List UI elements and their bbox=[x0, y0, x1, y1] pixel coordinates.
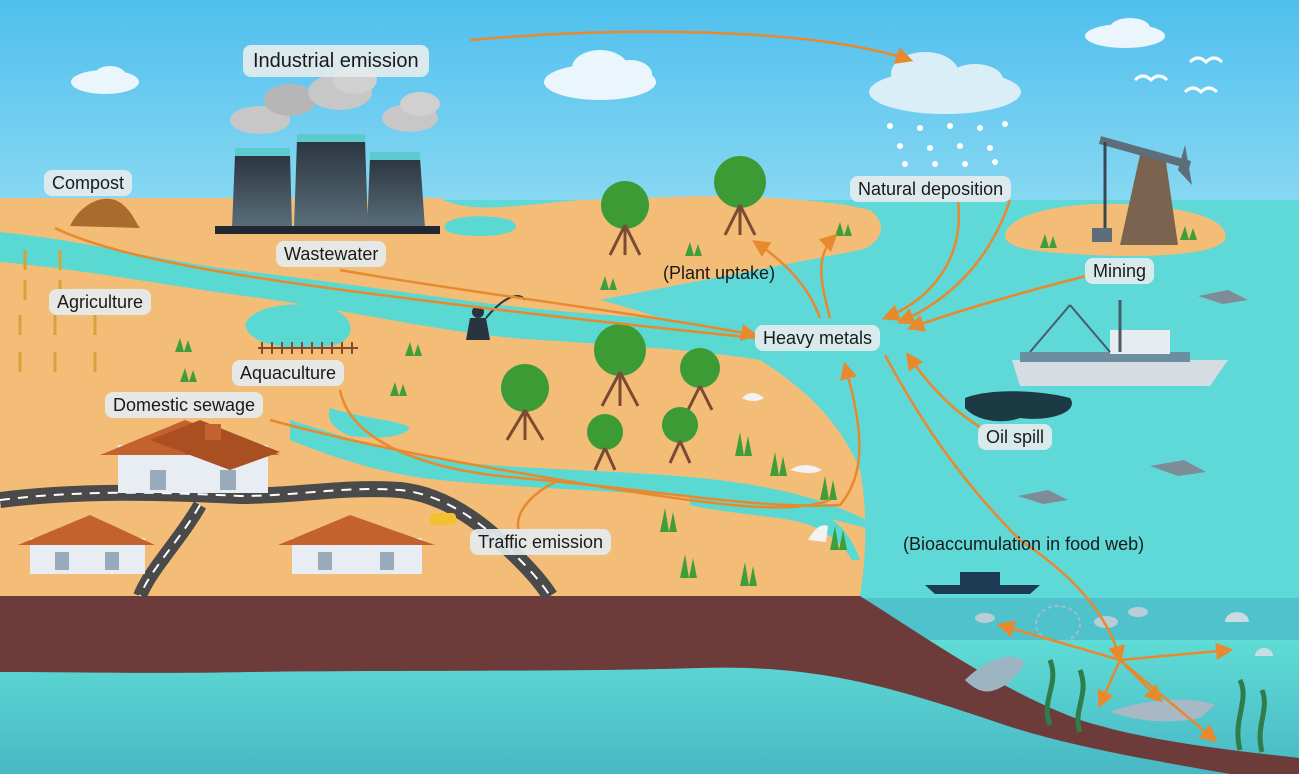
factory-icon bbox=[215, 66, 440, 234]
oil-pump-icon bbox=[1092, 136, 1192, 245]
crop-icon bbox=[18, 250, 97, 372]
arrow-deposition-to-metals bbox=[896, 199, 1012, 325]
arrow-foodweb-b bbox=[1119, 642, 1234, 662]
label-traffic-emission: Traffic emission bbox=[470, 529, 612, 555]
label-aquaculture: Aquaculture bbox=[232, 360, 345, 386]
arrow-oilspill-to-metals bbox=[906, 352, 986, 432]
label-industrial-emission: Industrial emission bbox=[243, 45, 429, 77]
bird-icon bbox=[1018, 290, 1248, 504]
arrow-foodweb-e bbox=[1119, 659, 1163, 703]
house-icon bbox=[18, 515, 155, 574]
label-heavy-metals: Heavy metals bbox=[755, 325, 881, 351]
label-natural-deposition: Natural deposition bbox=[850, 176, 1012, 202]
rain-icon bbox=[887, 121, 1008, 167]
label-oil-spill: Oil spill bbox=[978, 424, 1053, 450]
aquaculture-pond bbox=[245, 304, 351, 349]
grass-icon bbox=[175, 222, 1197, 586]
arrow-metals-to-plant-b bbox=[818, 233, 838, 319]
shark-icon bbox=[1110, 699, 1215, 722]
ship-icon bbox=[1012, 300, 1228, 386]
label-wastewater: Wastewater bbox=[276, 241, 387, 267]
house-icon bbox=[278, 515, 435, 574]
house-icon bbox=[100, 420, 280, 493]
arrow-foodweb-d bbox=[1119, 659, 1218, 743]
arrow-industrial-to-cloud bbox=[469, 30, 914, 64]
cloud-icon bbox=[544, 50, 656, 100]
label-mining: Mining bbox=[1085, 258, 1155, 284]
egret-icon bbox=[742, 393, 828, 542]
fishing-boat-cabin bbox=[960, 572, 1000, 586]
label-domestic-sewage: Domestic sewage bbox=[105, 392, 264, 418]
cloud-icon bbox=[71, 66, 139, 94]
arrow-mining-to-metals bbox=[906, 273, 1091, 332]
flow-arrows bbox=[54, 30, 1234, 743]
jellyfish-icon bbox=[1225, 612, 1273, 656]
delta bbox=[690, 490, 860, 560]
label-plant-uptake: (Plant uptake) bbox=[663, 263, 776, 283]
road-branch-line bbox=[139, 504, 201, 597]
arrow-agriculture-to-metals bbox=[54, 226, 756, 340]
compost-pile-icon bbox=[70, 198, 140, 228]
label-bioaccumulation: (Bioaccumulation in food web) bbox=[903, 534, 1145, 554]
fish-icon bbox=[975, 607, 1148, 628]
arrow-sewage-to-metals bbox=[269, 418, 831, 509]
fishing-boat-icon bbox=[925, 585, 1040, 594]
dolphin-icon bbox=[965, 656, 1025, 692]
label-compost: Compost bbox=[44, 170, 133, 196]
seaweed-icon bbox=[1044, 659, 1267, 753]
oil-slick-icon bbox=[965, 391, 1072, 422]
river-lower bbox=[290, 420, 866, 528]
arrow-metals-to-plant-a bbox=[752, 240, 822, 319]
pond-upper bbox=[444, 216, 516, 236]
cloud-icon bbox=[1085, 18, 1165, 48]
bird-icon bbox=[1133, 56, 1224, 95]
creek bbox=[328, 408, 410, 438]
arrow-foodweb-c bbox=[1097, 659, 1122, 709]
fence-icon bbox=[258, 342, 358, 354]
sky bbox=[0, 0, 1299, 230]
arrow-foodweb-a bbox=[996, 620, 1121, 662]
sediment bbox=[0, 596, 1299, 774]
arrow-metals-to-foodweb bbox=[883, 354, 1126, 664]
arrow-traffic-to-metals bbox=[516, 478, 561, 536]
arrow-wastewater-to-metals bbox=[339, 268, 759, 342]
car-icon bbox=[430, 513, 456, 525]
mangrove-icon bbox=[501, 156, 766, 471]
label-agriculture: Agriculture bbox=[49, 289, 152, 315]
